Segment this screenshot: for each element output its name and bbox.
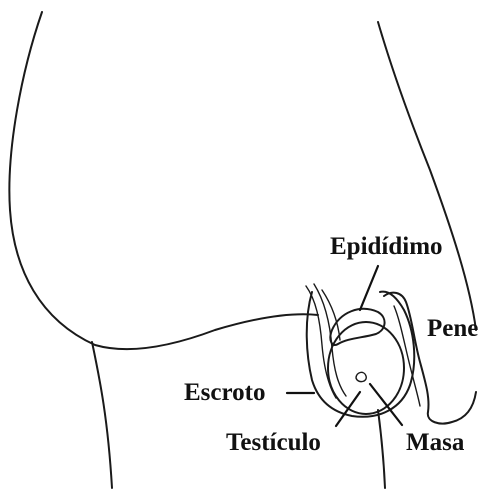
label-masa: Masa [406,430,464,455]
back-outline [378,22,476,330]
epididimo-leader [360,266,378,310]
abdomen-outline [9,12,318,349]
rear-thigh-line [378,410,385,488]
label-testiculo: Testículo [226,430,321,455]
label-escroto: Escroto [184,380,265,405]
label-epididimo: Epidídimo [330,234,443,259]
testiculo-leader [336,392,360,426]
thigh-front-line [92,342,112,488]
mass-shape [356,372,366,381]
label-pene: Pene [427,316,478,341]
